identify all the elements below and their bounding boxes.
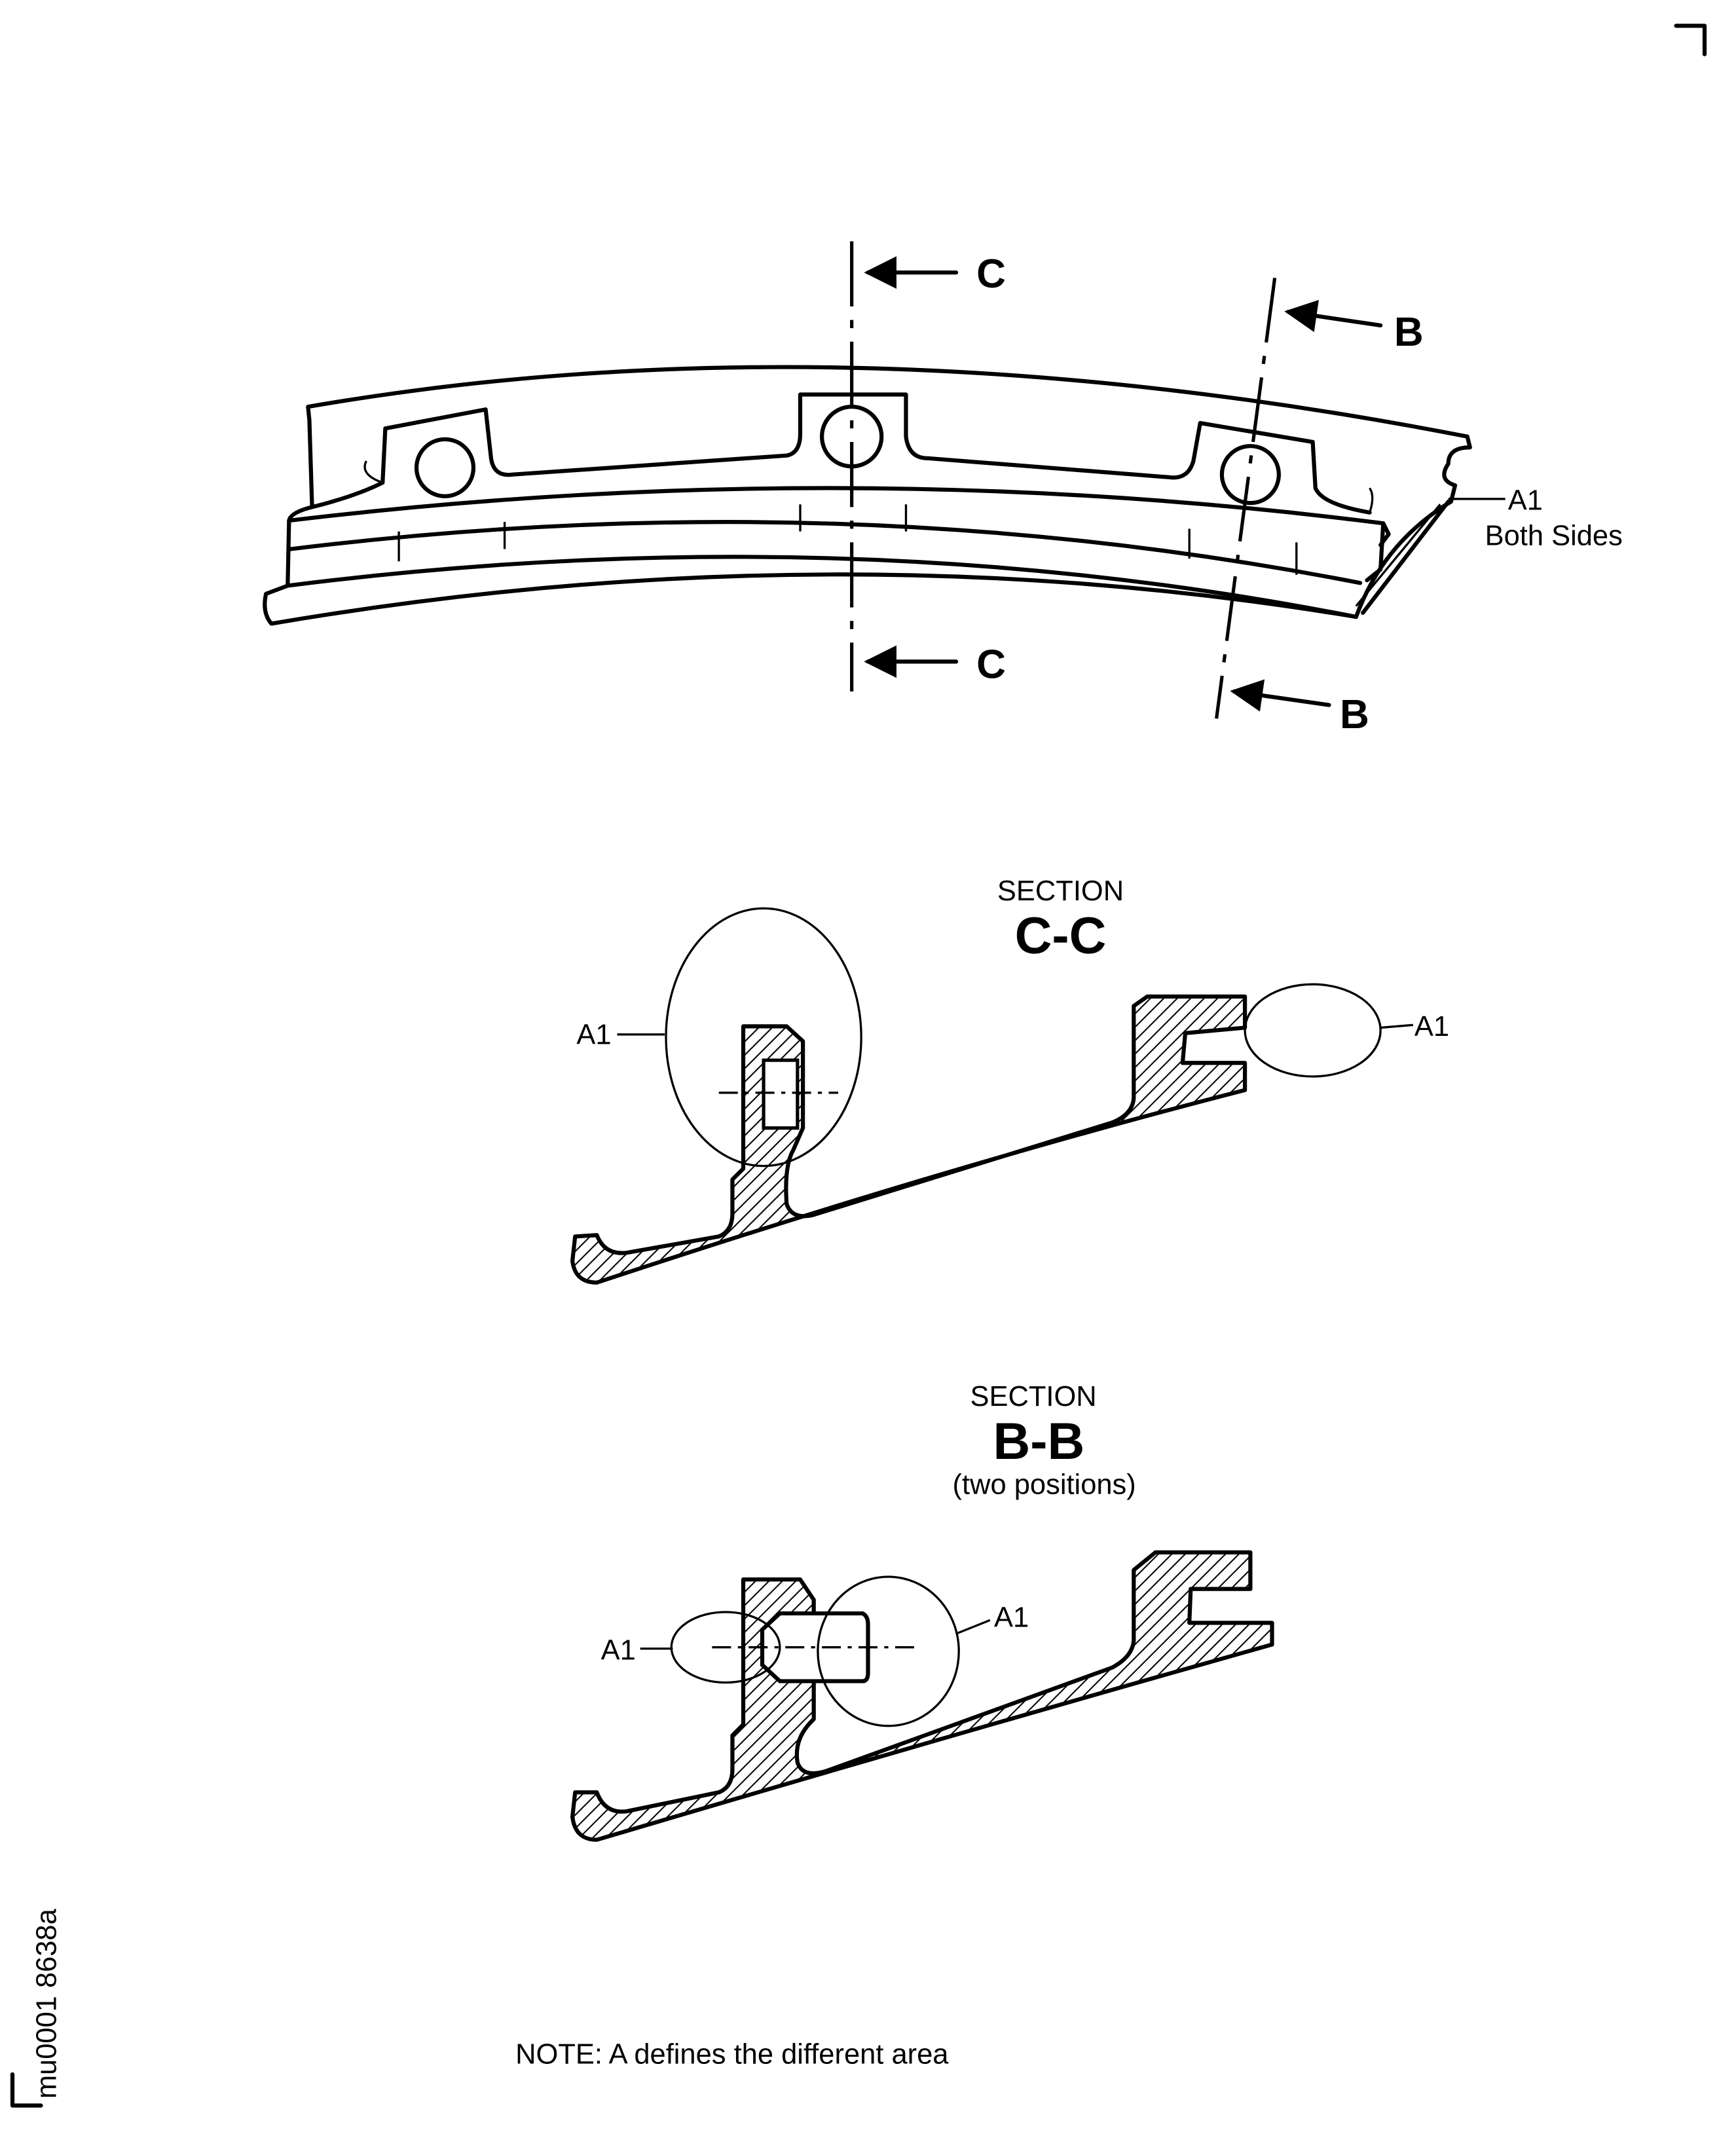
crop-mark-top-right [1674, 24, 1707, 56]
a1-label-iso: A1 [1508, 485, 1543, 517]
a1-region-bb-right [817, 1575, 960, 1727]
section-b-b: SECTION B-B (two positions) A1 A1 [570, 1381, 1274, 1842]
section-cc-title-big: C-C [1015, 907, 1107, 965]
section-bb-title-small: SECTION [970, 1381, 1096, 1412]
crop-mark-bottom-left [10, 2072, 43, 2108]
a1-label-cc-right: A1 [1414, 1011, 1449, 1042]
figure-id: mu0001 8638a [31, 1908, 62, 2099]
a1-region-bb-left [670, 1611, 781, 1684]
cut-b-top-label: B [1394, 310, 1424, 355]
a1-label-bb-right: A1 [994, 1602, 1029, 1634]
section-cc-title-small: SECTION [997, 875, 1124, 907]
a1-label-cc-left: A1 [576, 1019, 611, 1050]
a1-note-both-sides: Both Sides [1485, 520, 1623, 551]
section-bb-subtitle: (two positions) [953, 1469, 1136, 1501]
cut-c-bottom-label: C [976, 642, 1006, 687]
section-bb-title-big: B-B [993, 1412, 1084, 1470]
section-c-c: SECTION C-C A1 A1 [570, 875, 1449, 1285]
a1-region-cc-left [665, 907, 862, 1168]
a1-label-bb-left: A1 [601, 1634, 636, 1666]
bolt-hole-left [414, 437, 476, 498]
cut-b-bottom-label: B [1340, 692, 1369, 737]
cut-c-top-label: C [976, 251, 1006, 297]
bolt-hole-right [1219, 444, 1281, 506]
a1-region-cc-right [1244, 983, 1382, 1078]
note-text: NOTE: A defines the different area [515, 2038, 949, 2070]
ring-segment-view: C C B B A1 Both Sides [263, 241, 1623, 737]
